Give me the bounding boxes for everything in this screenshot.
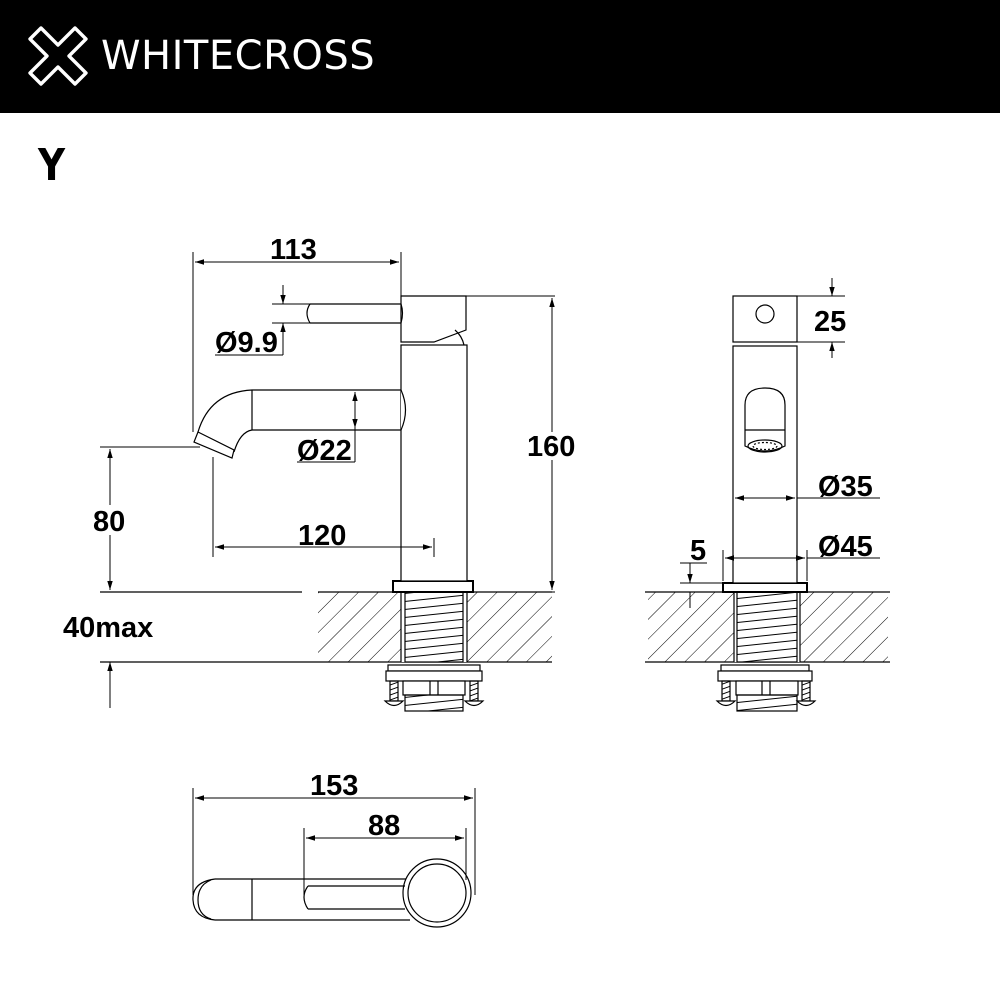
dim-spout-reach: 120: [298, 520, 346, 552]
dim-overall-height: 160: [527, 431, 575, 463]
dim-base-height: 5: [690, 535, 706, 567]
top-view: [192, 858, 472, 928]
dim-spout-diameter: Ø22: [297, 435, 352, 467]
front-view-dimensions: [680, 278, 880, 608]
side-view: [100, 295, 552, 712]
dim-handle-length: 88: [368, 810, 400, 842]
side-view-dimensions: [100, 252, 555, 708]
cross-outline-icon: [28, 26, 88, 86]
dim-max-deck-thickness: 40max: [63, 612, 153, 644]
brand-name: WHITECROSS: [101, 33, 376, 79]
brand-header: WHITECROSS: [0, 0, 1000, 113]
dim-handle-diameter: Ø9.9: [215, 327, 278, 359]
dim-body-diameter: Ø35: [818, 471, 873, 503]
dim-handle-body-height: 25: [814, 306, 846, 338]
dim-outlet-height: 80: [93, 506, 125, 538]
dim-base-diameter: Ø45: [818, 531, 873, 563]
top-view-dimensions: [192, 788, 476, 895]
variant-label: Y: [38, 140, 66, 191]
dim-overall-reach: 113: [270, 234, 317, 266]
dim-overall-length: 153: [310, 770, 358, 802]
front-view: [645, 295, 890, 712]
